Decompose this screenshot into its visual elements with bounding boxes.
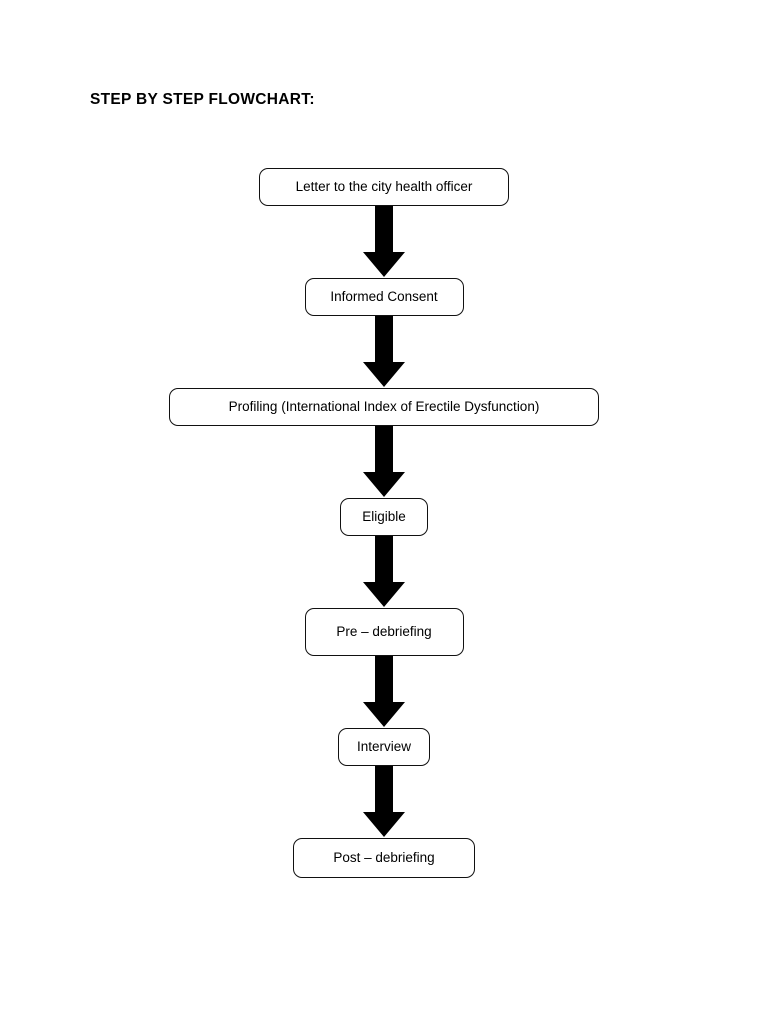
flow-step-letter: Letter to the city health officer (259, 168, 509, 206)
flow-node-letter[interactable]: Letter to the city health officer (259, 168, 509, 206)
flow-step-post-debriefing: Post – debriefing (293, 838, 475, 878)
flow-step-profiling: Profiling (International Index of Erecti… (169, 388, 599, 426)
flow-node-informed-consent[interactable]: Informed Consent (304, 278, 464, 316)
flow-step-consent: Informed Consent (304, 278, 464, 316)
flow-arrow-pre-debriefing-to-interview (362, 656, 406, 728)
page-title: STEP BY STEP FLOWCHART: (90, 91, 315, 108)
flow-node-post-debriefing[interactable]: Post – debriefing (293, 838, 475, 878)
flow-step-pre-debriefing: Pre – debriefing (304, 608, 464, 656)
flow-node-interview[interactable]: Interview (338, 728, 430, 766)
flow-arrow-consent-to-profiling (362, 316, 406, 388)
flow-node-eligible[interactable]: Eligible (340, 498, 428, 536)
flow-step-eligible: Eligible (340, 498, 428, 536)
flow-arrow-eligible-to-pre-debriefing (362, 536, 406, 608)
flow-node-pre-debriefing[interactable]: Pre – debriefing (304, 608, 464, 656)
flow-arrow-profiling-to-eligible (362, 426, 406, 498)
flow-step-interview: Interview (338, 728, 430, 766)
flow-arrow-letter-to-consent (362, 206, 406, 278)
flowchart: Letter to the city health officer Inform… (0, 168, 768, 878)
flow-arrow-interview-to-post-debriefing (362, 766, 406, 838)
flow-node-profiling[interactable]: Profiling (International Index of Erecti… (169, 388, 599, 426)
